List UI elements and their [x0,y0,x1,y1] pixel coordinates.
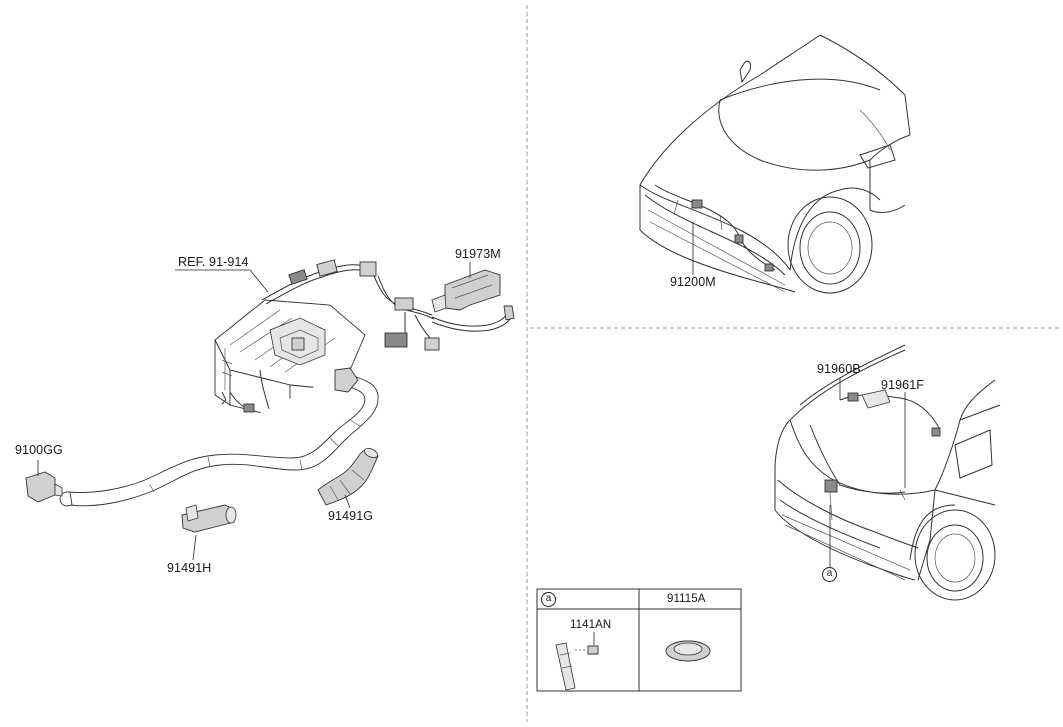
callout-a-car[interactable]: a [822,567,837,582]
car-rear-view [774,344,1001,601]
label-1141AN[interactable]: 1141AN [570,619,612,631]
part-91491H [181,504,237,533]
car-front-view [639,34,911,294]
label-91115A[interactable]: 91115A [667,593,706,605]
label-91973M[interactable]: 91973M [455,247,501,261]
label-9100GG[interactable]: 9100GG [15,443,63,457]
label-91200M[interactable]: 91200M [670,275,716,289]
callout-a-table: a [541,592,556,607]
label-91961F[interactable]: 91961F [881,378,924,392]
bracket-91973M [431,269,501,313]
part-91491G [317,447,379,506]
label-91491H[interactable]: 91491H [167,561,212,575]
charging-cable [59,367,379,507]
label-ref-91-914: REF. 91-914 [178,255,249,269]
label-91491G[interactable]: 91491G [328,509,374,523]
label-91960B[interactable]: 91960B [817,362,861,376]
part-9100GG [25,471,63,503]
inset-table [536,588,742,692]
